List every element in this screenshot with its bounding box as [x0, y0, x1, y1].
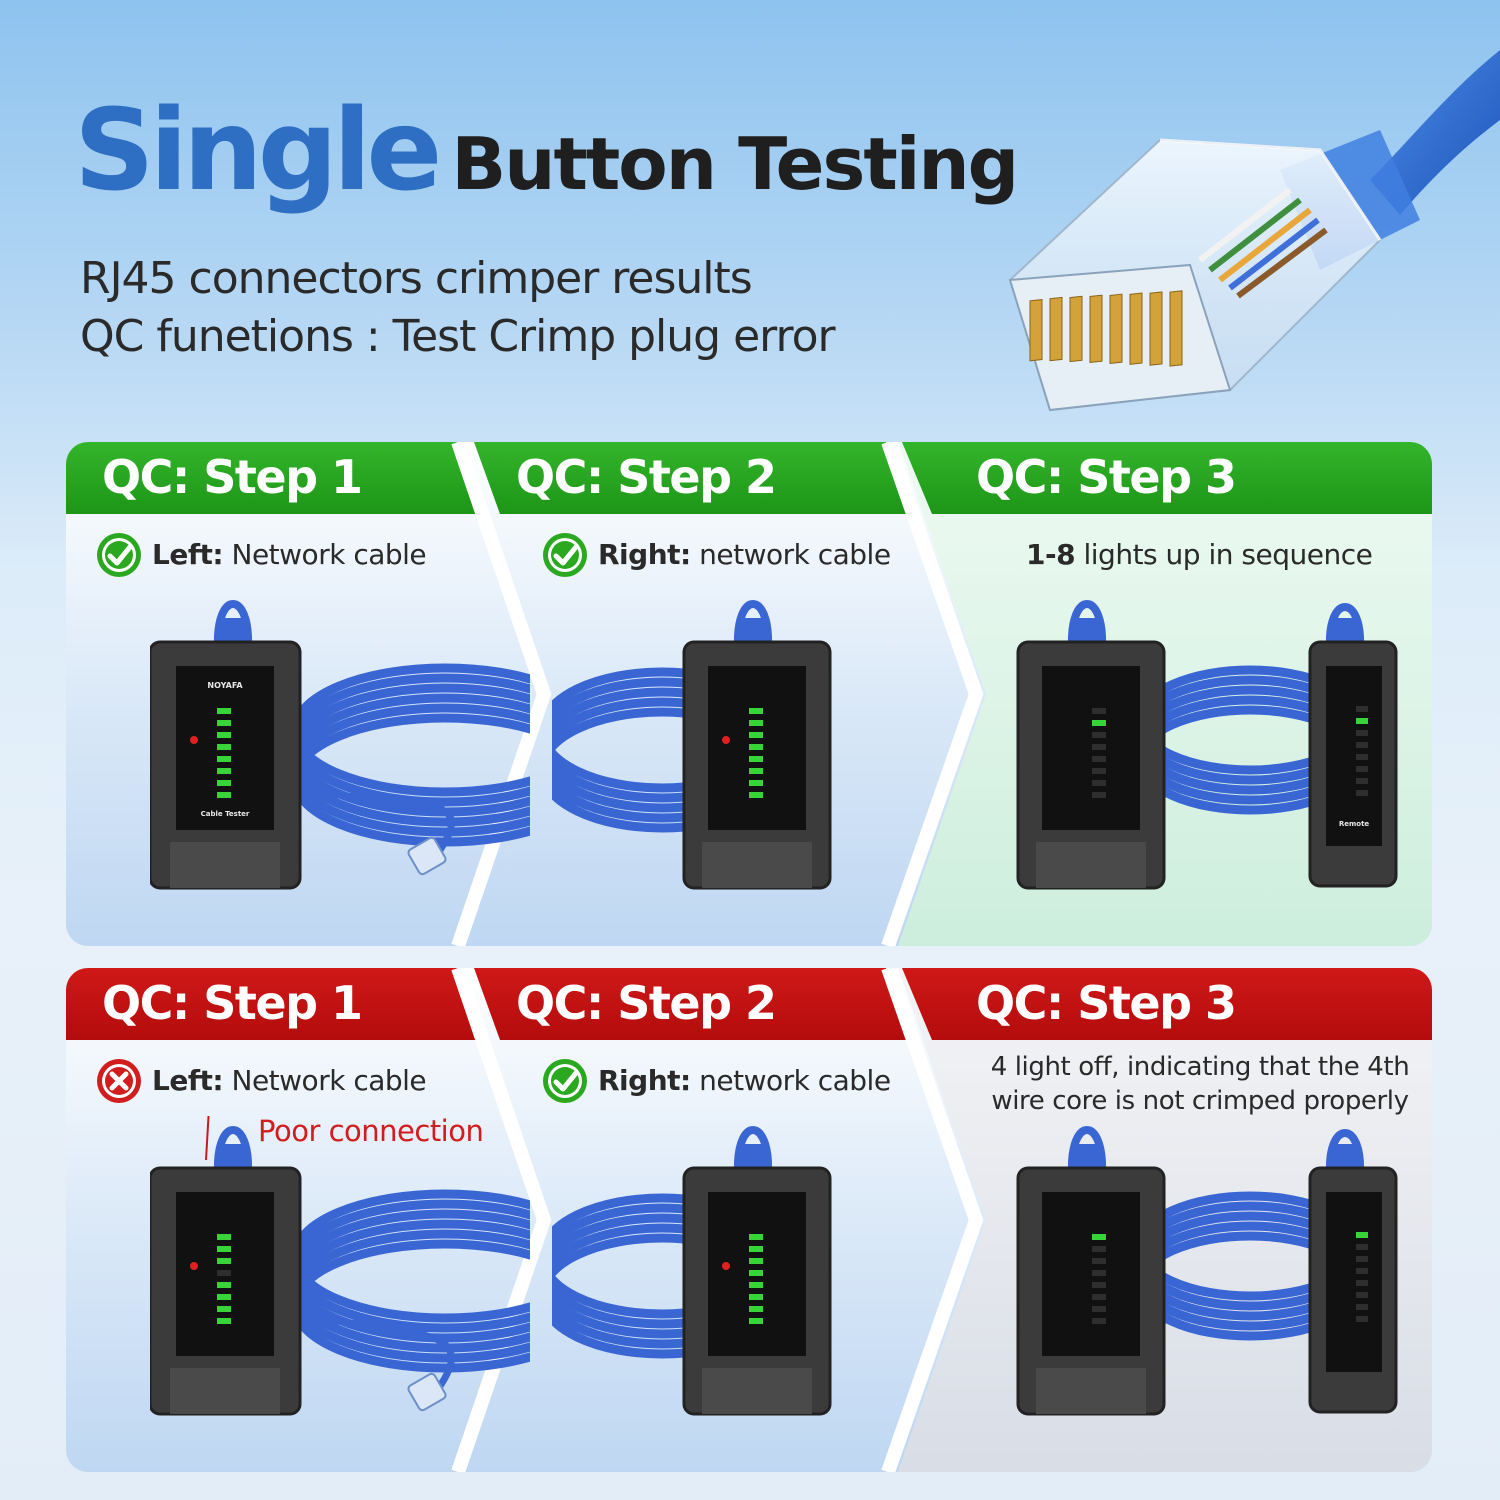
- fail-step-3-caption-line-1: 4 light off, indicating that the 4th: [990, 1052, 1410, 1082]
- tester-with-cable-coil: NOYAFA Cable Tester: [150, 600, 530, 890]
- tester-brand-label: NOYAFA: [207, 681, 243, 690]
- fail-step-3-title: QC: Step 3: [976, 976, 1237, 1030]
- rj45-connector-illustration: [1008, 50, 1500, 412]
- check-circle-icon: [97, 533, 141, 577]
- subtitle-line-2: QC funetions : Test Crimp plug error: [80, 311, 836, 362]
- tester-with-faulty-plug: [150, 1116, 530, 1416]
- tester-with-cable-coil-right: [552, 1126, 832, 1416]
- pass-step-3-caption: 1-8 lights up in sequence: [1026, 538, 1373, 571]
- pass-step-1-caption: Left: Network cable: [152, 538, 427, 571]
- poor-connection-annotation: Poor connection: [258, 1114, 484, 1148]
- fail-step-1-caption: Left: Network cable: [152, 1064, 427, 1097]
- check-circle-icon: [543, 533, 587, 577]
- fail-step-2-caption: Right: network cable: [598, 1064, 891, 1097]
- master-and-remote-tester: Remote: [1016, 600, 1398, 890]
- title-rest: Button Testing: [451, 122, 1019, 206]
- pass-step-1-title: QC: Step 1: [102, 450, 363, 504]
- master-and-remote-tester: [1016, 1126, 1398, 1416]
- fail-sequence-panel: QC: Step 1 QC: Step 2 QC: Step 3 Left: N…: [66, 968, 1432, 1472]
- fail-step-1-title: QC: Step 1: [102, 976, 363, 1030]
- pass-sequence-panel: QC: Step 1 QC: Step 2 QC: Step 3 Left: N…: [66, 442, 1432, 946]
- pass-step-2-title: QC: Step 2: [516, 450, 777, 504]
- fail-step-3-caption-line-2: wire core is not crimped properly: [991, 1086, 1409, 1116]
- pass-step-2-caption: Right: network cable: [598, 538, 891, 571]
- tester-with-cable-coil-right: [552, 600, 832, 890]
- master-name-label: Cable Tester: [201, 810, 250, 818]
- check-circle-icon: [543, 1059, 587, 1103]
- fail-step-2-title: QC: Step 2: [516, 976, 777, 1030]
- title-highlight: Single: [74, 86, 442, 216]
- subtitle-line-1: RJ45 connectors crimper results: [80, 253, 753, 304]
- remote-name-label: Remote: [1339, 820, 1370, 828]
- x-circle-icon: [97, 1059, 141, 1103]
- fail-step-3-caption: 4 light off, indicating that the 4th wir…: [980, 1050, 1420, 1118]
- pass-step-3-title: QC: Step 3: [976, 450, 1237, 504]
